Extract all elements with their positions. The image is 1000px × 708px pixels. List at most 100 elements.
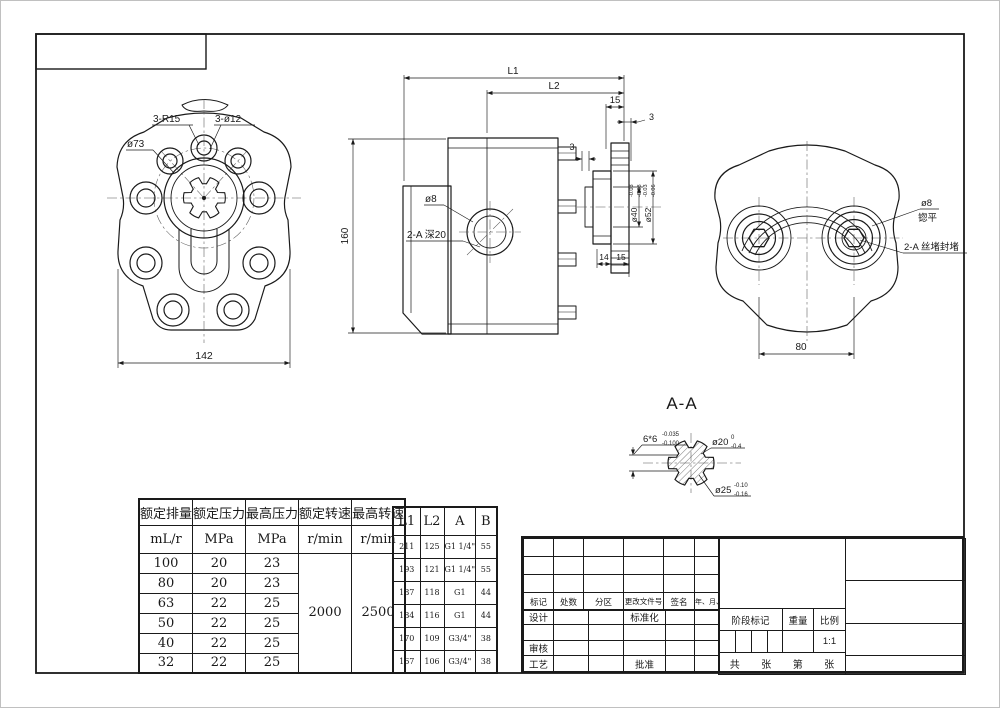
dim-row: 211 125 G1 1/4" 55	[392, 534, 498, 559]
dim-col-a: A	[443, 506, 477, 536]
spec-table: 额定排量 额定压力 最高压力 额定转速 最高转速 mL/r MPa MPa r/…	[138, 498, 407, 674]
front-top-holes	[156, 134, 252, 175]
revision-table: 标记 处数 分区 更改文件号 签名 年、月、日	[523, 538, 720, 611]
tb-name-box	[845, 538, 966, 581]
dim-row: 167 106 G3/4" 38	[392, 649, 498, 674]
section-spline-upper: -0.035	[662, 432, 680, 438]
cell: 38	[475, 626, 498, 651]
sheet-count-row: 共 张 第 张	[718, 652, 846, 675]
front-dim-width: 142	[195, 350, 213, 362]
role-approve: 批准	[623, 655, 666, 672]
rev-header-docno: 更改文件号	[623, 592, 664, 611]
front-label-d12: 3-ø12	[215, 114, 242, 125]
side-dim-3-port: 3	[569, 142, 574, 152]
section-phi25-upper: -0.10	[734, 483, 748, 489]
dim-row: 187 118 G1 44	[392, 580, 498, 605]
rear-port-left	[726, 205, 792, 271]
cell: 116	[419, 603, 445, 628]
bolt-circle-centerline	[153, 147, 255, 249]
frame-corner-box	[35, 33, 207, 70]
rev-header-signature: 签名	[663, 592, 695, 611]
section-aa: A-A 6*6 -0.035 -0.100 ø20 0 -0.4	[629, 394, 751, 498]
cell: 167	[392, 649, 421, 674]
cell: 25	[245, 612, 300, 634]
stage-mark-cells	[718, 630, 783, 653]
dim-col-l2: L2	[419, 506, 445, 536]
cell: 44	[475, 603, 498, 628]
cell: 125	[419, 534, 445, 559]
section-phi20-upper: 0	[731, 435, 735, 441]
cell: 25	[245, 592, 300, 614]
cell: G1 1/4"	[443, 557, 477, 582]
cell: 22	[192, 632, 247, 654]
side-port-flange	[584, 142, 630, 274]
spec-col-max-speed: 最高转速	[351, 498, 406, 526]
cell: 20	[192, 552, 247, 574]
cell: 106	[419, 649, 445, 674]
cell: 22	[192, 652, 247, 674]
cell: 44	[475, 580, 498, 605]
front-center-bore	[163, 157, 245, 239]
spec-unit-1: MPa	[192, 525, 247, 554]
side-dim-3-right: 3	[649, 112, 654, 122]
cell: 55	[475, 534, 498, 559]
section-phi25-lower: -0.16	[734, 492, 748, 498]
side-dim-phi40: ø40	[629, 207, 639, 222]
spec-rated-speed-value: 2000	[298, 552, 353, 674]
side-body	[447, 137, 559, 335]
spline-section	[667, 440, 715, 486]
front-outline	[116, 112, 292, 331]
tb-blank-upper	[718, 538, 846, 609]
cell: 118	[419, 580, 445, 605]
rear-label-plug: 2-A 丝堵封堵	[904, 241, 959, 253]
side-dim-phi52-lower: -0.06	[651, 184, 657, 197]
spec-col-displacement: 额定排量	[138, 498, 194, 526]
cell: 121	[419, 557, 445, 582]
spec-col-rated-speed: 额定转速	[298, 498, 353, 526]
cell: 187	[392, 580, 421, 605]
rear-dim-width: 80	[795, 342, 807, 353]
cell: 100	[138, 552, 194, 574]
section-title: A-A	[666, 394, 697, 413]
cell: G1 1/4"	[443, 534, 477, 559]
cell: 23	[245, 552, 300, 574]
spec-unit-0: mL/r	[138, 525, 194, 554]
side-view: L1 L2 15 3 3 160 ø8 2-A 深20	[340, 66, 663, 335]
front-view: 3-R15 3-ø12 ø73 142	[107, 99, 301, 368]
side-cover-bolts	[557, 146, 577, 320]
side-dim-phi40-lower: -0.08	[637, 184, 643, 197]
scale-label: 比例	[813, 608, 846, 631]
front-u-channel	[178, 229, 230, 293]
signature-table: 设计 标准化 审核 工艺 批准	[523, 609, 720, 672]
side-dim-phi52: ø52	[643, 207, 653, 222]
tb-number-box	[845, 580, 966, 624]
cell: 109	[419, 626, 445, 651]
side-label-port-dia: ø8	[425, 194, 437, 205]
section-phi20-lower: -0.4	[731, 444, 742, 450]
cell: 211	[392, 534, 421, 559]
cell: 20	[192, 572, 247, 594]
front-top-cap	[181, 99, 229, 112]
dim-row: 184 116 G1 44	[392, 603, 498, 628]
side-label-port-thread: 2-A 深20	[407, 229, 446, 241]
cell: G1	[443, 603, 477, 628]
role-design: 设计	[523, 609, 554, 625]
role-process: 工艺	[523, 655, 554, 672]
dim-col-l1: L1	[392, 506, 421, 536]
rev-header-count: 处数	[553, 592, 584, 611]
dimension-table: L1 L2 A B 211 125 G1 1/4" 55 193 121 G1 …	[392, 506, 498, 674]
title-block: 标记 处数 分区 更改文件号 签名 年、月、日 设计 标准化 审核 工艺 批准 …	[521, 536, 966, 675]
side-dim-14: 14	[599, 252, 609, 262]
rear-label-spotface-dia: ø8	[921, 198, 932, 209]
dim-col-b: B	[475, 506, 498, 536]
spec-unit-2: MPa	[245, 525, 300, 554]
spec-row: 32 22 25	[138, 652, 405, 674]
cell: 50	[138, 612, 194, 634]
sheet-no-label: 第	[792, 660, 803, 671]
weight-value	[782, 630, 814, 653]
sheet-label-2: 张	[824, 660, 835, 671]
spec-unit-3: r/min	[298, 525, 353, 554]
cell: 25	[245, 632, 300, 654]
spec-row: 80 20 23	[138, 572, 405, 594]
